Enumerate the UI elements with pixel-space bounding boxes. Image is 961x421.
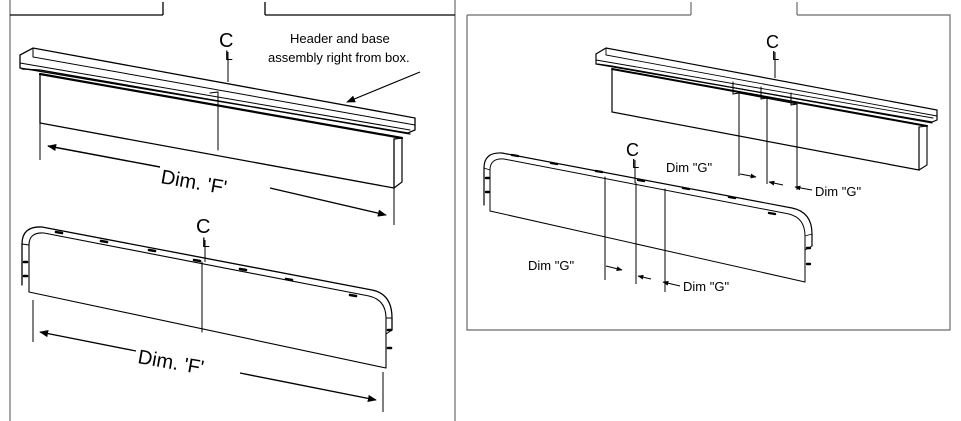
header-note-arrow xyxy=(346,71,421,103)
right-centerline-c-base: C xyxy=(626,140,639,160)
right-centerline-l: L xyxy=(772,48,779,63)
left-centerline-base: C L xyxy=(196,216,210,262)
right-centerline-c: C xyxy=(766,32,779,52)
dim-g-base-left: Dim "G" xyxy=(528,258,574,273)
centerline-c: C xyxy=(219,30,233,52)
dim-g-header-right: Dim "G" xyxy=(815,184,861,199)
left-panel: C L Header and base assembly right from … xyxy=(9,0,456,421)
dim-f-header-label: Dim. 'F' xyxy=(159,166,228,199)
centerline-c-base: C xyxy=(196,216,210,238)
header-note-line1: Header and base xyxy=(290,31,390,46)
centerline-l-base: L xyxy=(202,234,210,250)
header-molding xyxy=(19,47,416,189)
dim-g-base-right: Dim "G" xyxy=(683,279,729,294)
dim-g-base: Dim "G" Dim "G" xyxy=(528,258,729,294)
header-note-line2: assembly right from box. xyxy=(268,50,410,65)
right-centerline-l-base: L xyxy=(632,156,639,171)
base-cap-right xyxy=(483,152,813,283)
dim-g-header: Dim "G" Dim "G" xyxy=(666,148,861,199)
dim-g-header-left: Dim "G" xyxy=(666,160,712,175)
left-title-tab xyxy=(10,2,455,16)
base-cap xyxy=(21,226,393,369)
right-centerline-base: C L xyxy=(626,140,639,183)
right-panel: C L Dim "G" Dim "G" C L xyxy=(466,2,951,331)
left-panel-frame xyxy=(9,0,456,421)
centerline-l: L xyxy=(225,47,233,63)
dim-f-header: Dim. 'F' xyxy=(39,123,395,225)
header-molding-right xyxy=(595,47,938,171)
right-centerline-top: C L xyxy=(766,32,779,78)
left-centerline-top: C L xyxy=(219,30,233,82)
right-panel-frame xyxy=(466,2,951,331)
dim-f-base-label: Dim. 'F' xyxy=(136,346,205,379)
